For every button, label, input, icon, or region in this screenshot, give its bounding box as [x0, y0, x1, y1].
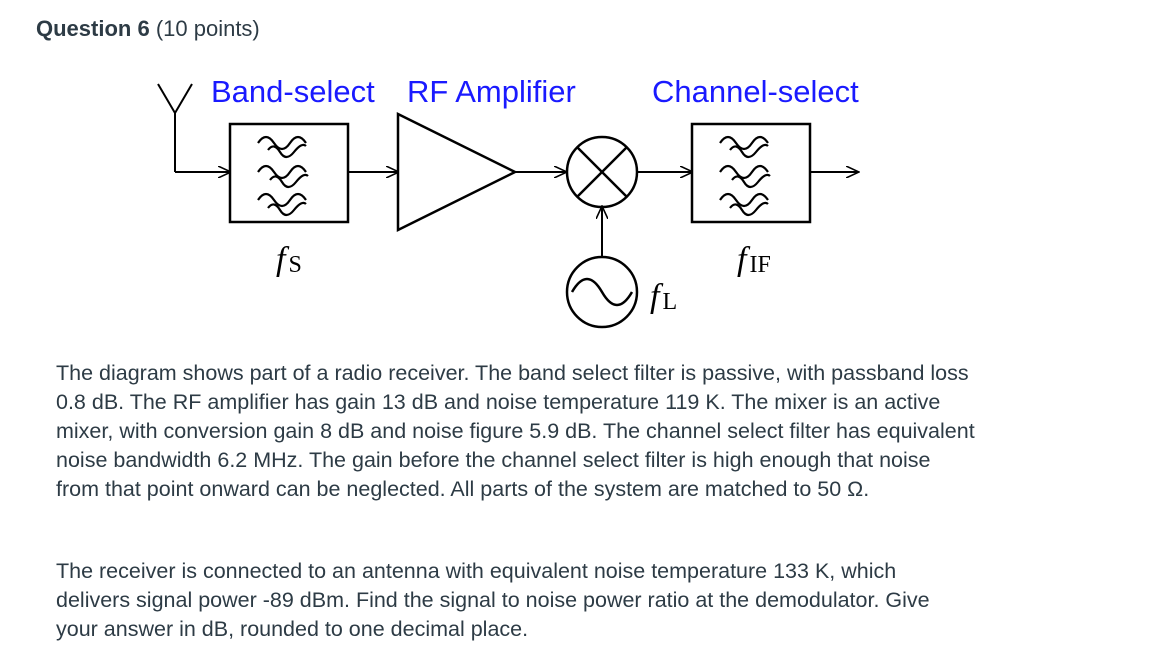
question-paragraph-1: The diagram shows part of a radio receiv…: [56, 361, 975, 501]
band-select-label: Band-select: [211, 74, 375, 109]
channel-select-filter: [690, 122, 812, 224]
question-paragraph-2: The receiver is connected to an antenna …: [56, 559, 930, 641]
local-oscillator-icon: [565, 255, 639, 329]
mixer-icon: [565, 135, 639, 209]
receiver-block-diagram: Band-select RF Amplifier Channel-select: [157, 74, 1155, 329]
question-header: Question 6 (10 points): [36, 14, 260, 44]
question-title: Question 6: [36, 16, 150, 41]
question-points: (10 points): [155, 16, 260, 41]
band-select-filter: [228, 122, 350, 224]
channel-select-label: Channel-select: [652, 74, 859, 109]
rf-amplifier-icon: [396, 111, 518, 233]
antenna-icon: [157, 83, 193, 172]
filter-icon: [719, 135, 771, 217]
filter-icon: [257, 135, 309, 217]
rf-amplifier-label: RF Amplifier: [407, 74, 576, 109]
